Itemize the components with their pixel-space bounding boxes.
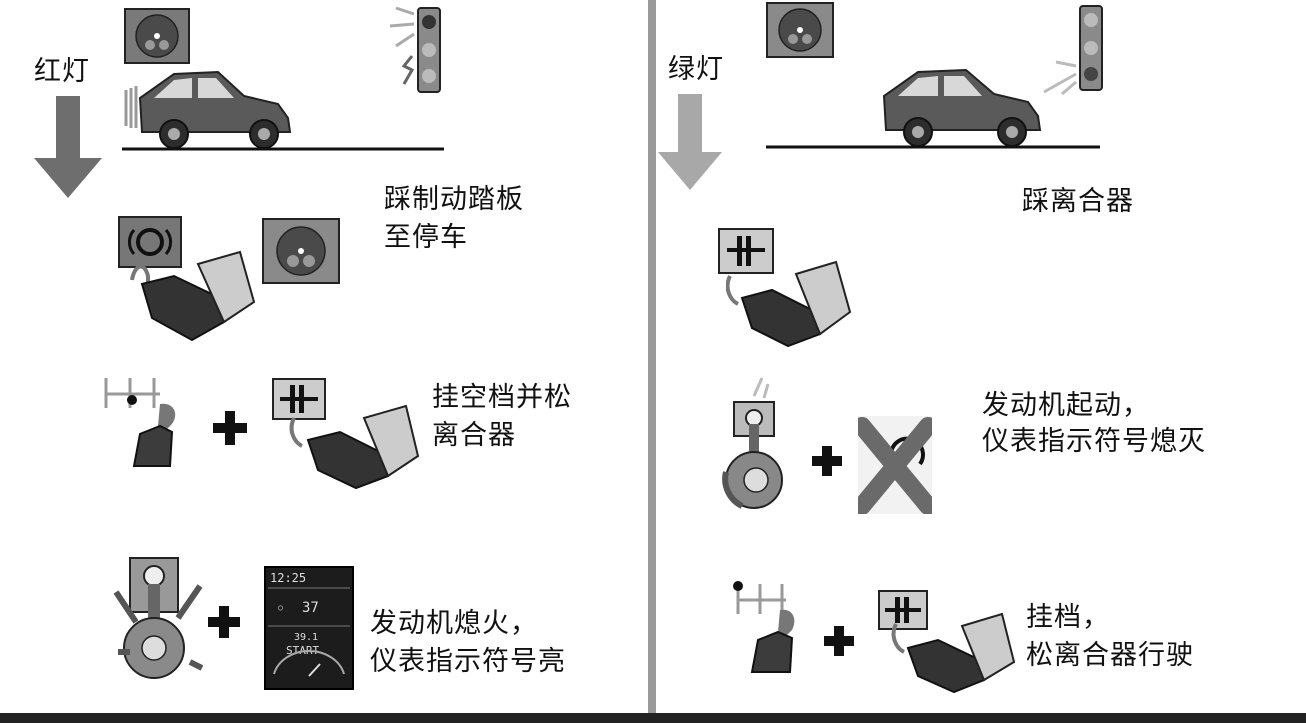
brake-indicator-off-icon <box>766 2 834 58</box>
gear-shifter-engaged-icon <box>716 580 802 676</box>
down-arrow-icon-2 <box>656 94 724 192</box>
green-light-label: 绿灯 <box>668 54 724 85</box>
svg-text:○: ○ <box>278 603 283 612</box>
step2-text-line2: 离合器 <box>432 420 516 451</box>
car-icon-2 <box>766 66 1102 152</box>
right-step1-text: 踩离合器 <box>1022 186 1134 217</box>
traffic-light-green-icon <box>1040 4 1110 96</box>
bottom-border <box>0 713 1306 723</box>
foot-clutch-pedal-icon-2 <box>726 256 856 350</box>
brake-indicator-icon-2 <box>262 218 340 284</box>
down-arrow-icon <box>32 96 104 200</box>
brake-symbol-icon <box>118 216 182 268</box>
dashboard-time: 12:25 <box>270 571 306 585</box>
step3-text-line2: 仪表指示符号亮 <box>370 646 566 677</box>
plus-icon-4 <box>822 624 856 658</box>
foot-clutch-release-icon <box>888 610 1018 694</box>
engine-start-icon <box>720 376 800 514</box>
gear-shifter-neutral-icon <box>100 374 186 470</box>
dashboard-odometer: 39.1 <box>294 632 318 643</box>
plus-icon <box>210 408 250 448</box>
red-light-panel: 红灯 <box>0 0 648 723</box>
right-step3-text-line1: 挂档， <box>1026 602 1110 633</box>
indicator-off-cross-icon <box>858 416 932 514</box>
right-step2-text-line2: 仪表指示符号熄灭 <box>982 426 1206 457</box>
step1-text-line1: 踩制动踏板 <box>384 184 524 215</box>
step2-text-line1: 挂空档并松 <box>432 382 572 413</box>
traffic-light-icon <box>384 6 446 96</box>
car-icon <box>122 68 452 154</box>
right-step2-text-line1: 发动机起动， <box>982 390 1150 421</box>
engine-off-icon <box>110 552 206 688</box>
clutch-symbol-icon <box>272 378 326 420</box>
dashboard-display: 12:25 ○ 37 39.1 START <box>264 566 354 690</box>
green-light-panel: 绿灯 <box>656 0 1306 723</box>
panel-divider <box>648 0 656 723</box>
step3-text-line1: 发动机熄火， <box>370 608 538 639</box>
clutch-symbol-icon-2 <box>718 228 774 274</box>
red-light-label: 红灯 <box>34 56 90 87</box>
dashboard-speed: 37 <box>302 600 319 616</box>
right-step3-text-line2: 松离合器行驶 <box>1026 640 1194 671</box>
plus-icon-3 <box>810 444 844 478</box>
step1-text-line2: 至停车 <box>384 222 468 253</box>
clutch-symbol-icon-3 <box>878 590 928 630</box>
foot-clutch-pedal-icon <box>284 400 424 490</box>
foot-brake-pedal-icon <box>128 246 258 346</box>
plus-icon-2 <box>206 604 242 640</box>
brake-indicator-icon <box>124 8 190 64</box>
